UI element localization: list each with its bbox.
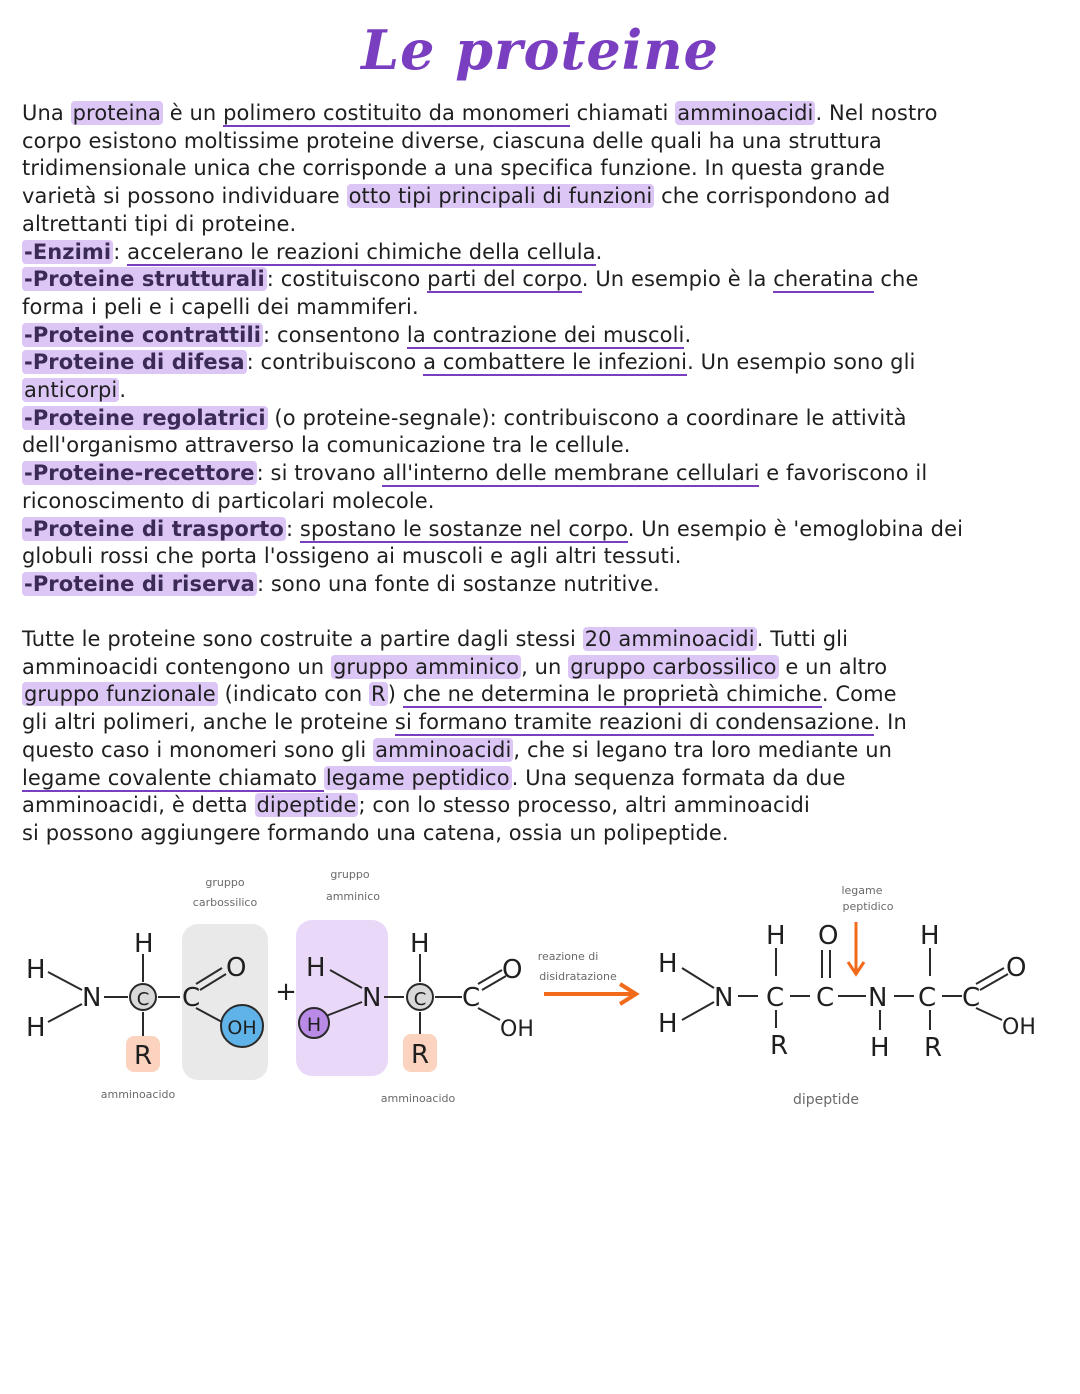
- atom-c: C: [182, 983, 200, 1013]
- alpha-carbon-circle: [406, 983, 434, 1011]
- intro-line-2: corpo esistono moltissime proteine diver…: [22, 128, 882, 153]
- function-regolatrici-line-2: dell'organismo attraverso la comunicazio…: [22, 433, 631, 458]
- sec2-line-4: gli altri polimeri, anche le proteine si…: [22, 710, 907, 737]
- sec2-line-5: questo caso i monomeri sono gli amminoac…: [22, 737, 893, 762]
- peptide-bond-arrow-icon: [846, 922, 866, 977]
- atom-o: O: [818, 921, 838, 951]
- hl-proteina: proteina: [70, 101, 163, 125]
- atom-c: C: [462, 983, 480, 1013]
- atom-h: H: [26, 955, 46, 985]
- atom-r: R: [924, 1033, 942, 1063]
- atom-o: O: [226, 953, 246, 983]
- ul-polimero: polimero costituito da monomeri: [223, 101, 570, 127]
- function-enzimi: -Enzimi: accelerano le reazioni chimiche…: [22, 239, 603, 266]
- reaction-svg: gruppo carbossilico gruppo amminico reaz…: [26, 868, 1036, 1108]
- label-legame-1: legame: [841, 884, 882, 897]
- condensation-diagram: gruppo carbossilico gruppo amminico reaz…: [0, 860, 1080, 1120]
- atom-r: R: [411, 1040, 429, 1070]
- label-reazione-2: disidratazione: [539, 970, 617, 983]
- function-regolatrici: -Proteine regolatrici (o proteine-segnal…: [22, 405, 907, 430]
- hl-otto-tipi: otto tipi principali di funzioni: [346, 184, 655, 209]
- atom-h: H: [870, 1033, 890, 1063]
- hl-amminoacidi: amminoacidi: [675, 101, 816, 125]
- sec2-line-8: si possono aggiungere formando una caten…: [22, 820, 729, 845]
- h-circle: [298, 1007, 330, 1039]
- amminoacido-1-bonds: [47, 954, 227, 1036]
- function-strutturali: -Proteine strutturali: costituiscono par…: [22, 267, 919, 294]
- atom-n: N: [362, 983, 381, 1013]
- atom-n: N: [714, 983, 733, 1013]
- atom-c: C: [414, 989, 427, 1010]
- label-reazione-1: reazione di: [538, 950, 599, 963]
- atom-c: C: [962, 983, 980, 1013]
- sec2-line-3: gruppo funzionale (indicato con R) che n…: [22, 682, 897, 709]
- function-strutturali-line-2: forma i peli e i capelli dei mammiferi.: [22, 294, 419, 319]
- atom-h: H: [658, 949, 678, 979]
- label-carbossilico-1: gruppo: [205, 876, 244, 889]
- function-trasporto-line-2: globuli rossi che porta l'ossigeno ai mu…: [22, 544, 682, 569]
- atom-o: O: [1006, 953, 1026, 983]
- function-contrattili: -Proteine contrattili: consentono la con…: [22, 322, 692, 349]
- sec2-line-2: amminoacidi contengono un gruppo amminic…: [22, 654, 888, 679]
- atom-h: H: [658, 1009, 678, 1039]
- plus-sign: +: [275, 977, 297, 1007]
- sec2-line-6: legame covalente chiamato legame peptidi…: [22, 765, 846, 792]
- atom-oh: OH: [227, 1017, 256, 1039]
- reaction-arrow-icon: [544, 982, 640, 1006]
- label-amminico-2: amminico: [326, 890, 380, 903]
- atom-c: C: [816, 983, 834, 1013]
- oh-circle: [220, 1004, 264, 1048]
- amminoacido-2-bonds: [325, 954, 507, 1034]
- section-2-paragraph: Tutte le proteine sono costruite a parti…: [22, 626, 1022, 848]
- atom-h: H: [306, 953, 326, 983]
- atom-r: R: [770, 1031, 788, 1061]
- intro-line-1: Una proteina è un polimero costituito da…: [22, 101, 938, 127]
- atom-n: N: [82, 983, 101, 1013]
- r-group-box: [403, 1034, 437, 1072]
- atom-oh: OH: [1002, 1015, 1036, 1040]
- function-difesa: -Proteine di difesa: contribuiscono a co…: [22, 350, 916, 377]
- intro-line-3: tridimensionale unica che corrisponde a …: [22, 156, 886, 181]
- atom-c: C: [918, 983, 936, 1013]
- atom-h: H: [410, 929, 430, 959]
- function-trasporto: -Proteine di trasporto: spostano le sost…: [22, 516, 964, 543]
- function-riserva: -Proteine di riserva: sono una fonte di …: [22, 571, 660, 596]
- label-amminoacido-1: amminoacido: [101, 1088, 176, 1101]
- r-group-box: [126, 1036, 160, 1072]
- atom-h: H: [134, 929, 154, 959]
- label-dipeptide: dipeptide: [793, 1092, 859, 1108]
- atom-h: H: [766, 921, 786, 951]
- atom-c: C: [137, 989, 150, 1010]
- sec2-line-1: Tutte le proteine sono costruite a parti…: [22, 627, 849, 651]
- intro-line-5: altrettanti tipi di proteine.: [22, 211, 297, 236]
- atom-r: R: [134, 1041, 152, 1071]
- function-difesa-line-2: anticorpi.: [22, 378, 127, 403]
- atom-c: C: [766, 983, 784, 1013]
- alpha-carbon-circle: [129, 983, 157, 1011]
- atom-h: H: [920, 921, 940, 951]
- intro-line-4: varietà si possono individuare otto tipi…: [22, 184, 891, 209]
- function-recettore: -Proteine-recettore: si trovano all'inte…: [22, 461, 928, 488]
- label-carbossilico-2: carbossilico: [193, 896, 258, 909]
- dipeptide-bonds: [681, 948, 1009, 1030]
- function-recettore-line-2: riconoscimento di particolari molecole.: [22, 488, 435, 513]
- atom-h: H: [26, 1013, 46, 1043]
- label-amminico-1: gruppo: [330, 868, 369, 881]
- sec2-line-7: amminoacidi, è detta dipeptide; con lo s…: [22, 793, 810, 818]
- atom-o: O: [502, 955, 522, 985]
- page-title: Le proteine: [361, 18, 719, 82]
- label-legame-2: peptidico: [843, 900, 894, 913]
- atom-n: N: [868, 983, 887, 1013]
- label-amminoacido-2: amminoacido: [381, 1092, 456, 1105]
- atom-oh: OH: [500, 1017, 534, 1042]
- intro-paragraph: Una proteina è un polimero costituito da…: [22, 100, 1022, 599]
- atom-h: H: [307, 1014, 321, 1036]
